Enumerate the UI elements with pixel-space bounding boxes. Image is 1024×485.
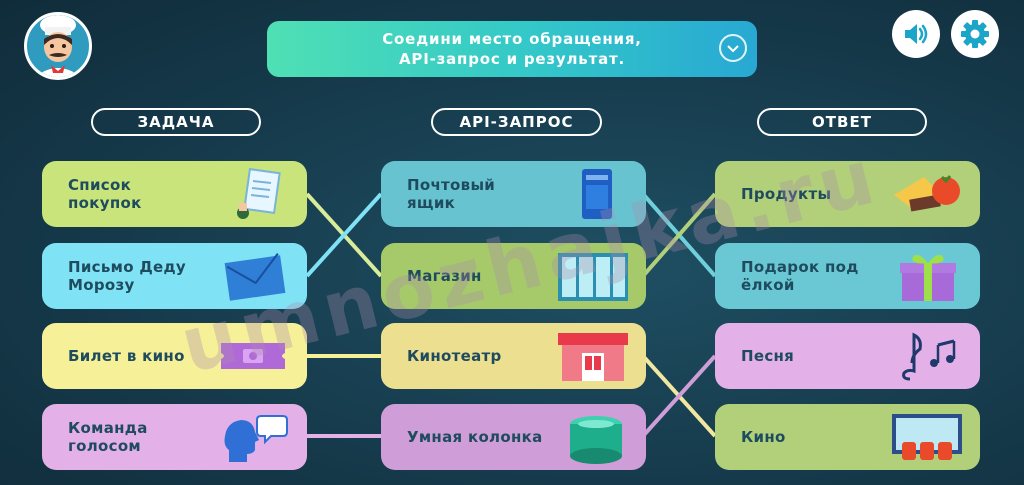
gift-icon [900,254,956,301]
speaker-icon [905,24,928,44]
chef-avatar[interactable] [24,12,92,80]
sound-button[interactable] [892,10,940,58]
task-card-ticket[interactable]: Билет в кино [42,323,307,389]
task-card-letter[interactable]: Письмо Деду Морозу [42,243,307,309]
api-label: Почтовый ящик [407,176,496,212]
answer-label: Песня [741,347,795,365]
task-label: Билет в кино [68,347,185,365]
cinema-building-icon [558,333,628,381]
instruction-banner: Соедини место обращения, API-запрос и ре… [267,21,757,77]
task-label: Список покупок [68,176,142,212]
answer-card-movie[interactable]: Кино [715,404,980,470]
column-header-answer: ОТВЕТ [757,108,927,136]
chevron-down-icon [727,45,739,53]
ticket-icon [221,343,285,369]
answer-label: Подарок под ёлкой [741,258,859,294]
voice-command-icon [224,415,288,462]
task-label: Письмо Деду Морозу [68,258,186,294]
instruction-line-2: API-запрос и результат. [399,50,625,68]
gear-icon [961,20,989,48]
movie-screen-icon [892,414,962,460]
mailbox-icon [582,169,612,219]
groceries-icon [894,175,960,212]
line-task2-api1 [305,192,383,278]
shop-icon [558,253,628,301]
answer-card-gift[interactable]: Подарок под ёлкой [715,243,980,309]
api-label: Магазин [407,267,482,285]
task-card-shopping-list[interactable]: Список покупок [42,161,307,227]
instruction-line-1: Соедини место обращения, [382,30,642,48]
smart-speaker-icon [570,416,622,464]
shopping-list-icon [237,167,281,219]
api-label: Умная колонка [407,428,543,446]
envelope-icon [224,252,286,301]
api-card-shop[interactable]: Магазин [381,243,646,309]
answer-card-groceries[interactable]: Продукты [715,161,980,227]
api-card-cinema[interactable]: Кинотеатр [381,323,646,389]
task-label: Команда голосом [68,419,148,455]
api-card-smart-speaker[interactable]: Умная колонка [381,404,646,470]
answer-label: Продукты [741,185,832,203]
answer-label: Кино [741,428,786,446]
chef-icon [35,15,81,77]
line-api2-ans1 [641,192,717,278]
answer-card-song[interactable]: Песня [715,323,980,389]
column-header-api: API-ЗАПРОС [431,108,602,136]
task-card-voice-command[interactable]: Команда голосом [42,404,307,470]
settings-button[interactable] [951,10,999,58]
music-notes-icon [902,332,956,381]
banner-toggle-button[interactable] [719,34,747,62]
api-label: Кинотеатр [407,347,502,365]
api-card-mailbox[interactable]: Почтовый ящик [381,161,646,227]
column-header-task: ЗАДАЧА [91,108,261,136]
line-api4-ans3 [641,354,717,438]
